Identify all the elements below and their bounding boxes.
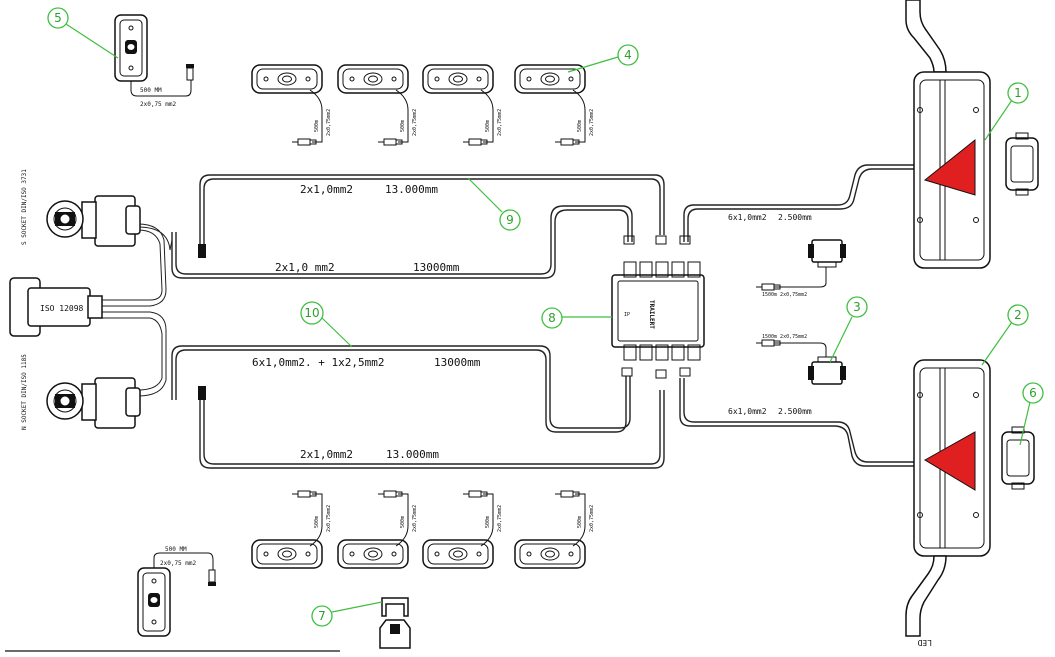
s-socket: S SOCKET DIN/ISO 3731	[21, 169, 141, 247]
item3-top-lamp: 1500m 2x0,75mm2	[755, 239, 846, 298]
lead-section-b3: 2x0,75mm2	[497, 505, 503, 532]
label-top-long-length: 13.000mm	[385, 183, 438, 196]
callout-6: 6	[1019, 382, 1044, 446]
label-right-bottom-length: 2.500mm	[778, 407, 812, 416]
lead-length-t4: 500m	[577, 120, 583, 132]
lead-section-b2: 2x0,75mm2	[412, 505, 418, 532]
lead-length-b1: 500m	[314, 516, 320, 528]
junction-box: TRAILERT IP	[611, 235, 705, 379]
cable-top-mid	[171, 209, 629, 279]
s-socket-label: S SOCKET DIN/ISO 3731	[21, 169, 28, 245]
svg-text:3: 3	[853, 300, 861, 314]
label-top-long-section: 2x1,0mm2	[300, 183, 353, 196]
lead-length-t1: 500m	[314, 120, 320, 132]
junction-brand: TRAILERT	[648, 300, 655, 329]
svg-text:9: 9	[506, 213, 514, 227]
iso-socket-label: ISO 12098	[40, 304, 84, 313]
item7-bracket	[379, 597, 411, 649]
cable-end-top	[198, 244, 206, 258]
marker-lamp-top-4	[514, 64, 586, 94]
item5-bottom-lamp: 500 MM 2x0,75 mm2	[137, 546, 216, 637]
bottom-marker-lamps: 500m 2x0,75mm2 500m 2x0,75mm2 500m 2x0,7…	[251, 490, 595, 569]
callout-4: 4	[567, 44, 639, 73]
cable-right-bottom	[683, 378, 918, 463]
lead-length-b4: 500m	[577, 516, 583, 528]
label-right-top-length: 2.500mm	[778, 213, 812, 222]
item3-top-label: 1500m 2x0,75mm2	[762, 292, 807, 298]
junction-mark: IP	[624, 312, 630, 318]
plate-lamp-bottom	[1001, 426, 1035, 490]
lead-section-b1: 2x0,75mm2	[326, 505, 332, 532]
n-socket-label: N SOCKET DIN/ISO 1185	[21, 354, 28, 430]
label-main-bus-section: 6x1,0mm2. + 1x2,5mm2	[252, 356, 384, 369]
cable-end-bottom	[198, 386, 206, 400]
lead-length-t3: 500m	[485, 120, 491, 132]
lead-section-b4: 2x0,75mm2	[589, 505, 595, 532]
callout-3: 3	[829, 296, 868, 363]
label-top-mid-length: 13000mm	[413, 261, 460, 274]
marker-lamp-top-1	[251, 64, 323, 94]
item5-top-section: 2x0,75 mm2	[140, 101, 177, 108]
svg-text:5: 5	[54, 11, 62, 25]
svg-text:7: 7	[318, 609, 326, 623]
cable-bottom-long	[199, 390, 665, 469]
callout-1: 1	[984, 82, 1029, 141]
n-socket: N SOCKET DIN/ISO 1185	[21, 354, 141, 430]
lead-section-t2: 2x0,75mm2	[412, 109, 418, 136]
item3-bottom-label: 1500m 2x0,75mm2	[762, 334, 807, 340]
item5-top-length: 500 MM	[140, 87, 162, 94]
label-bottom-long-section: 2x1,0mm2	[300, 448, 353, 461]
cable-main-bus	[171, 345, 631, 429]
callout-5: 5	[47, 7, 119, 59]
label-right-bottom-section: 6x1,0mm2	[728, 407, 767, 416]
label-top-mid-section: 2x1,0 mm2	[275, 261, 335, 274]
led-label: LED	[917, 638, 932, 647]
label-main-bus-length: 13000mm	[434, 356, 481, 369]
item5-bottom-section: 2x0,75 mm2	[160, 560, 197, 567]
marker-lamp-bottom-2	[337, 539, 409, 569]
svg-text:4: 4	[624, 48, 632, 62]
lead-section-t1: 2x0,75mm2	[326, 109, 332, 136]
rear-lamp-2: LED	[905, 359, 991, 647]
marker-lamp-top-3	[422, 64, 494, 94]
lead-length-t2: 500m	[400, 120, 406, 132]
svg-text:8: 8	[548, 311, 556, 325]
cable-top-long	[199, 174, 665, 255]
label-bottom-long-length: 13.000mm	[386, 448, 439, 461]
lead-section-t3: 2x0,75mm2	[497, 109, 503, 136]
callout-8: 8	[541, 307, 612, 329]
iso-socket: ISO 12098	[9, 277, 103, 337]
callout-7: 7	[311, 601, 383, 627]
callout-9: 9	[467, 177, 521, 231]
lead-section-t4: 2x0,75mm2	[589, 109, 595, 136]
callout-2: 2	[981, 304, 1029, 366]
marker-lamp-top-2	[337, 64, 409, 94]
top-marker-lamps: 500m 2x0,75mm2 500m 2x0,75mm2 500m 2x0,7…	[251, 64, 595, 146]
item5-bottom-length: 500 MM	[165, 546, 187, 553]
plate-lamp-top	[1005, 132, 1039, 196]
svg-text:1: 1	[1014, 86, 1022, 100]
callout-10: 10	[300, 301, 353, 348]
label-right-top-section: 6x1,0mm2	[728, 213, 767, 222]
lead-length-b2: 500m	[400, 516, 406, 528]
svg-text:10: 10	[304, 306, 319, 320]
marker-lamp-bottom-3	[422, 539, 494, 569]
lead-length-b3: 500m	[485, 516, 491, 528]
cable-right-top	[683, 164, 918, 242]
svg-text:2: 2	[1014, 308, 1022, 322]
rear-lamp-1	[905, 0, 991, 269]
marker-lamp-bottom-1	[251, 539, 323, 569]
svg-text:6: 6	[1029, 386, 1037, 400]
item5-top-lamp: 500 MM 2x0,75 mm2	[114, 14, 194, 108]
marker-lamp-bottom-4	[514, 539, 586, 569]
item3-bottom-lamp: 1500m 2x0,75mm2	[755, 334, 846, 385]
